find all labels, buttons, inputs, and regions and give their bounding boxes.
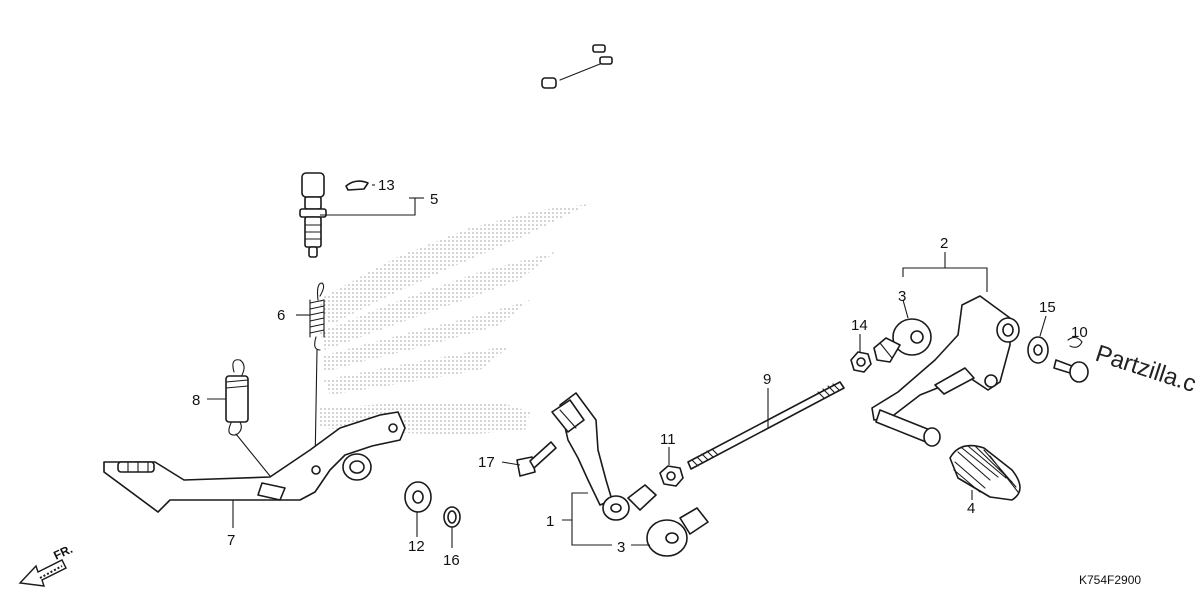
callout-15: 15 xyxy=(1039,299,1056,316)
joint-upper-part-3 xyxy=(873,318,932,363)
wing-logo-background xyxy=(318,204,590,435)
callout-10: 10 xyxy=(1071,324,1088,341)
leader-lines xyxy=(207,184,1047,548)
callout-8: 8 xyxy=(192,392,200,409)
callout-3-upper: 3 xyxy=(898,288,906,305)
joint-lower-part-3 xyxy=(646,507,709,557)
front-direction-label: FR. xyxy=(51,542,74,563)
shift-arm-part-1 xyxy=(551,392,657,521)
callout-13: 13 xyxy=(378,177,395,194)
callout-5: 5 xyxy=(430,191,438,208)
spring-part-8 xyxy=(225,359,249,436)
callout-labels: 13 5 6 8 7 12 16 17 1 3 11 9 2 3 14 15 1… xyxy=(192,177,1088,569)
nut-part-14 xyxy=(850,351,872,373)
nut-part-11 xyxy=(659,465,684,487)
callout-17: 17 xyxy=(478,454,495,471)
callout-1: 1 xyxy=(546,513,554,530)
callout-9: 9 xyxy=(763,371,771,388)
spring-part-6 xyxy=(309,282,325,466)
stop-switch-part-5 xyxy=(299,44,613,258)
clip-part-13 xyxy=(345,180,369,191)
callout-7: 7 xyxy=(227,532,235,549)
clip-ring-part-16 xyxy=(443,506,461,528)
callout-12: 12 xyxy=(408,538,425,555)
callout-4: 4 xyxy=(967,500,975,517)
tie-rod-part-9 xyxy=(687,381,845,470)
callout-3-lower: 3 xyxy=(617,539,625,556)
watermark-text: Partzilla.c xyxy=(1092,340,1199,398)
front-direction-arrow: FR. xyxy=(18,542,75,587)
brake-pedal-part-7 xyxy=(103,411,406,513)
callout-6: 6 xyxy=(277,307,285,324)
diagram-code: K754F2900 xyxy=(1079,573,1141,587)
callout-11: 11 xyxy=(660,431,676,448)
washer-part-15 xyxy=(1027,336,1049,364)
bolt-part-17 xyxy=(516,441,557,477)
callout-16: 16 xyxy=(443,552,460,569)
gear-change-pedal-part-2 xyxy=(871,295,1020,447)
rubber-part-4 xyxy=(949,444,1021,501)
callout-2: 2 xyxy=(940,235,948,252)
bolt-part-10 xyxy=(1053,336,1089,383)
callout-14: 14 xyxy=(851,317,868,334)
washer-part-12 xyxy=(404,481,432,513)
